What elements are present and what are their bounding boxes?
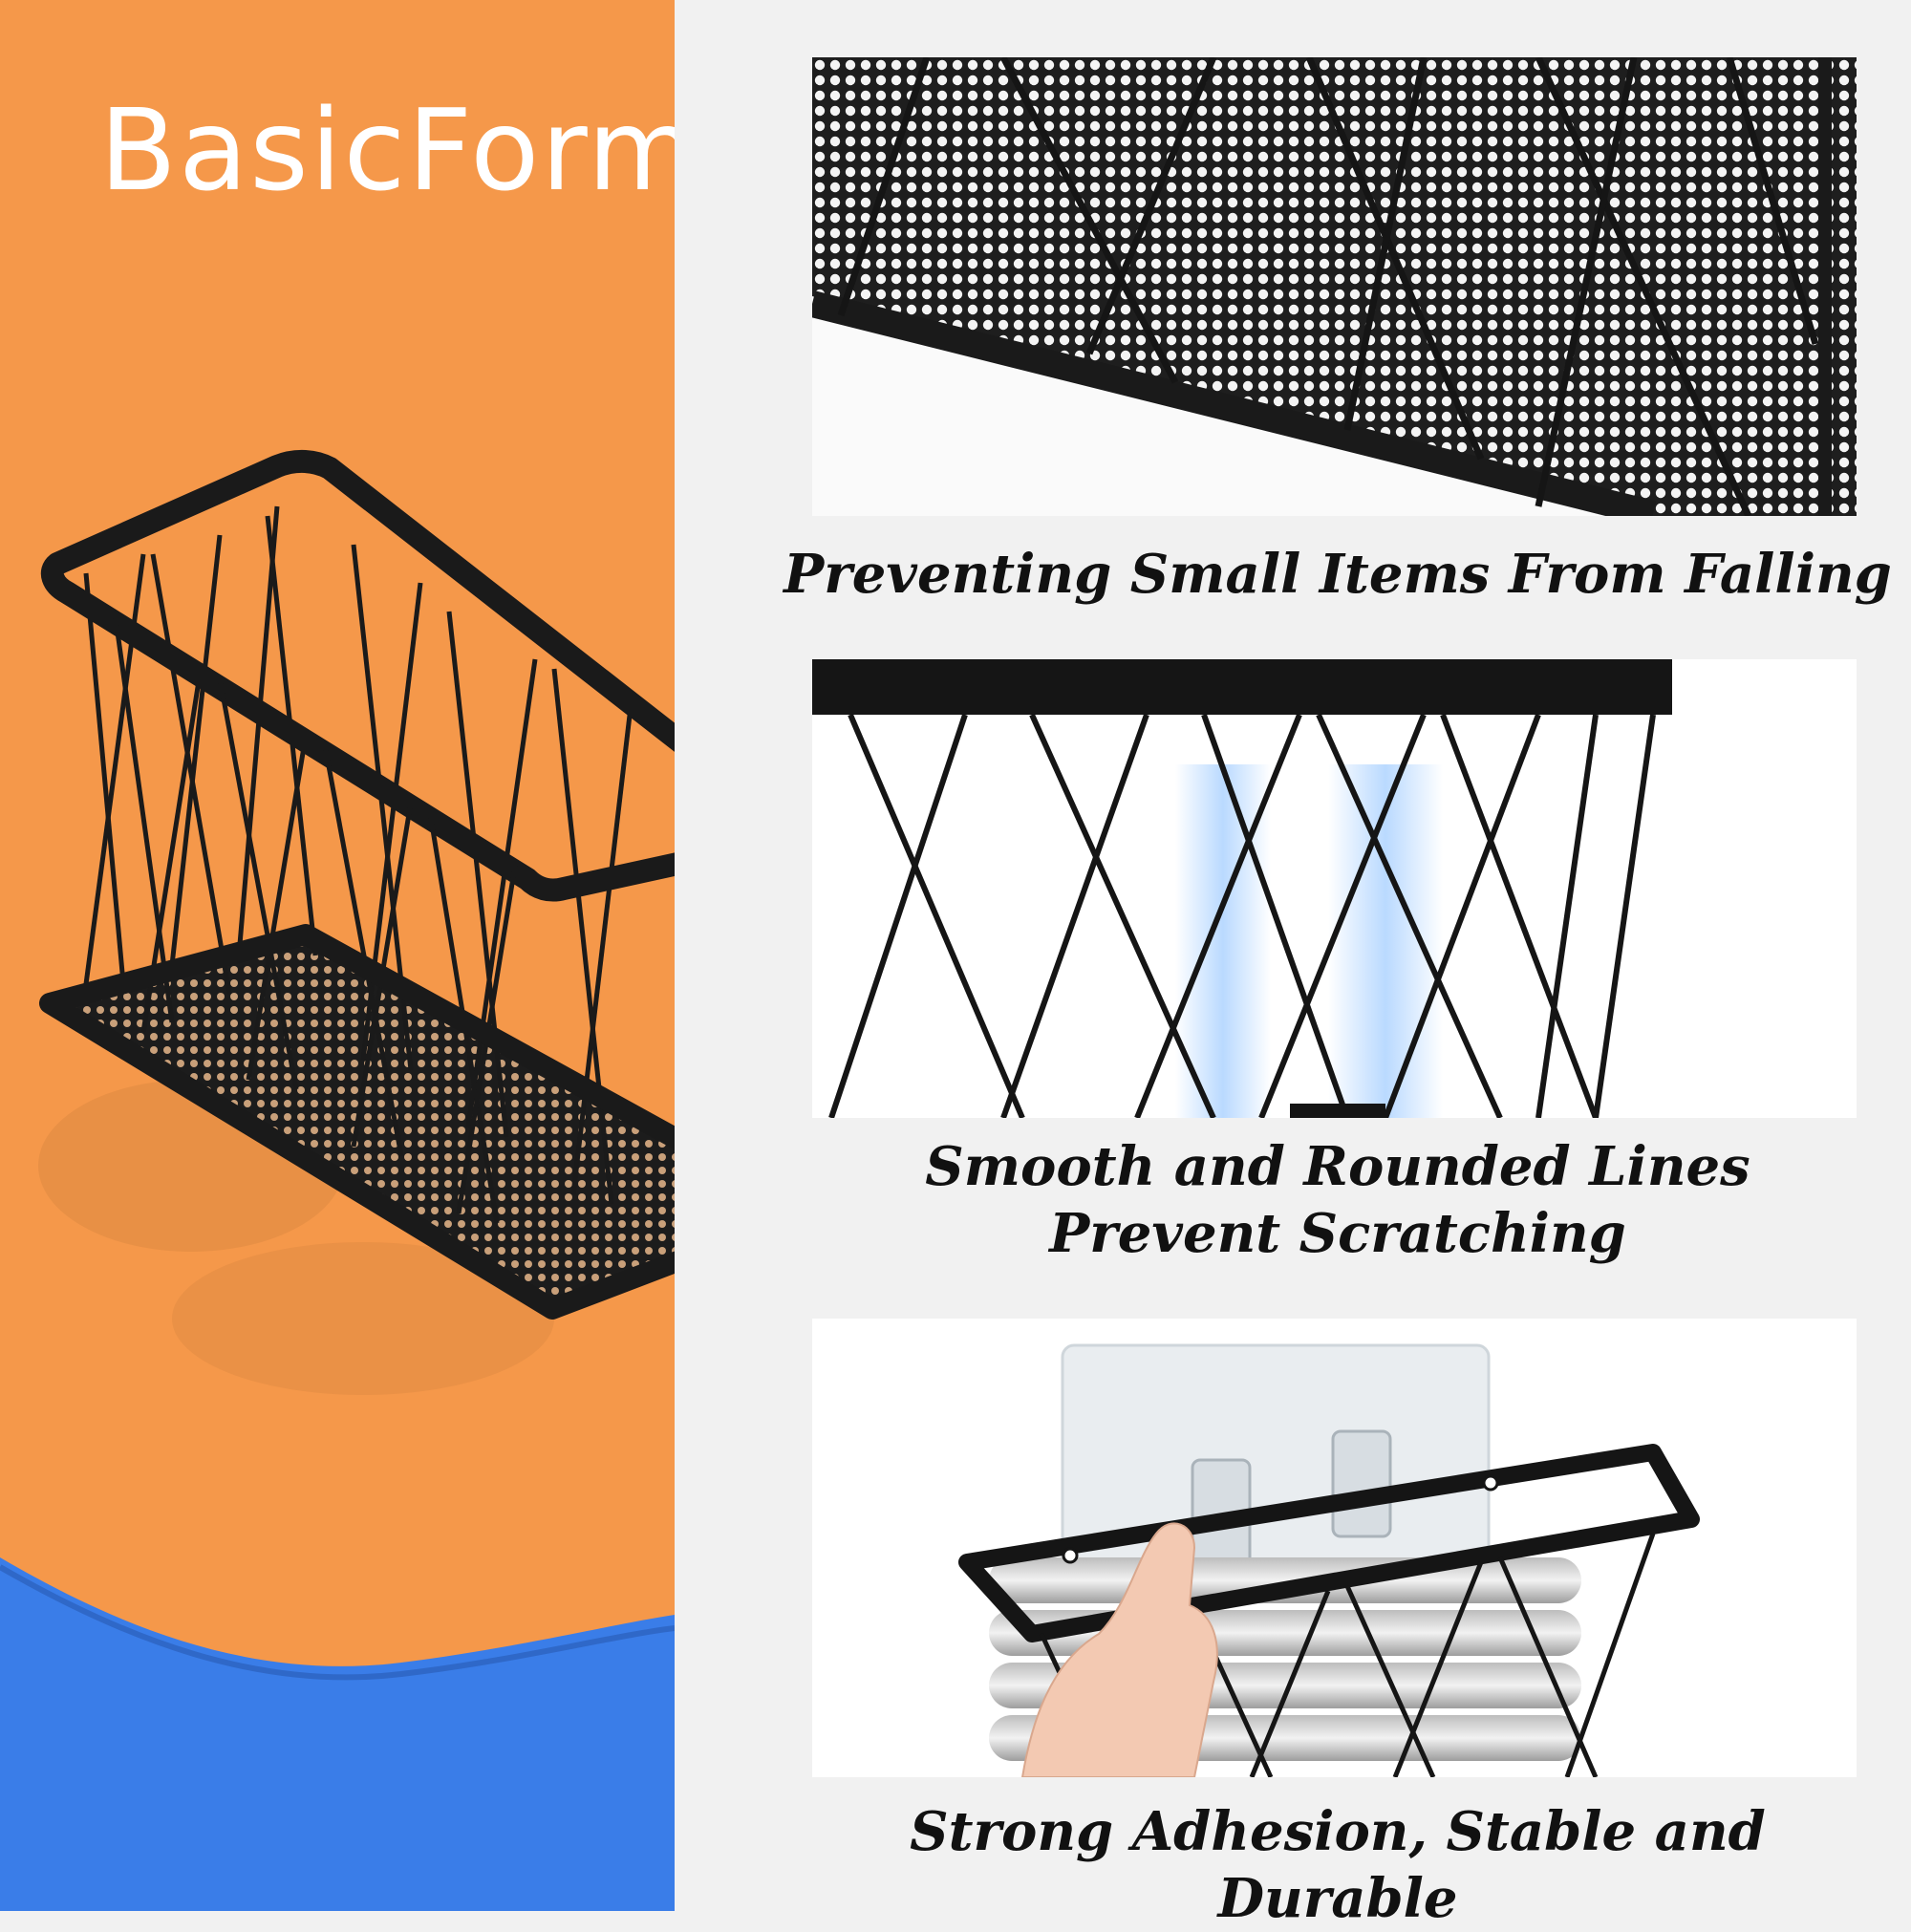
feature-caption-2: Smooth and Rounded Lines Prevent Scratch… [784, 1133, 1892, 1267]
caption-line: Prevent Scratching [1049, 1202, 1626, 1265]
adhesive-plate [1061, 1343, 1491, 1594]
caption-line: Smooth and Rounded Lines [925, 1135, 1750, 1198]
rounded-wire-illustration [812, 659, 1857, 1118]
feature-image-adhesive-hook [812, 1319, 1857, 1777]
basket-bottom-rim [39, 924, 675, 1320]
hand [1020, 1522, 1218, 1777]
feature-caption-3: Strong Adhesion, Stable and Durable [784, 1798, 1892, 1932]
mesh-closeup-illustration [812, 57, 1857, 516]
feature-image-rounded-wire [812, 659, 1857, 1118]
basket-mesh-bottom [50, 936, 675, 1307]
feature-caption-1: Preventing Small Items From Falling [784, 541, 1892, 608]
basket-top-rim [40, 450, 675, 902]
feature-image-mesh-bottom [812, 57, 1857, 516]
brand-logo: BasicForm [99, 84, 675, 216]
caption-line: Preventing Small Items From Falling [784, 543, 1892, 606]
wire-basket-illustration [39, 450, 675, 1320]
hero-panel: BasicForm [0, 0, 675, 1911]
hero-background [0, 0, 675, 1911]
adhesive-install-illustration [812, 1319, 1857, 1777]
